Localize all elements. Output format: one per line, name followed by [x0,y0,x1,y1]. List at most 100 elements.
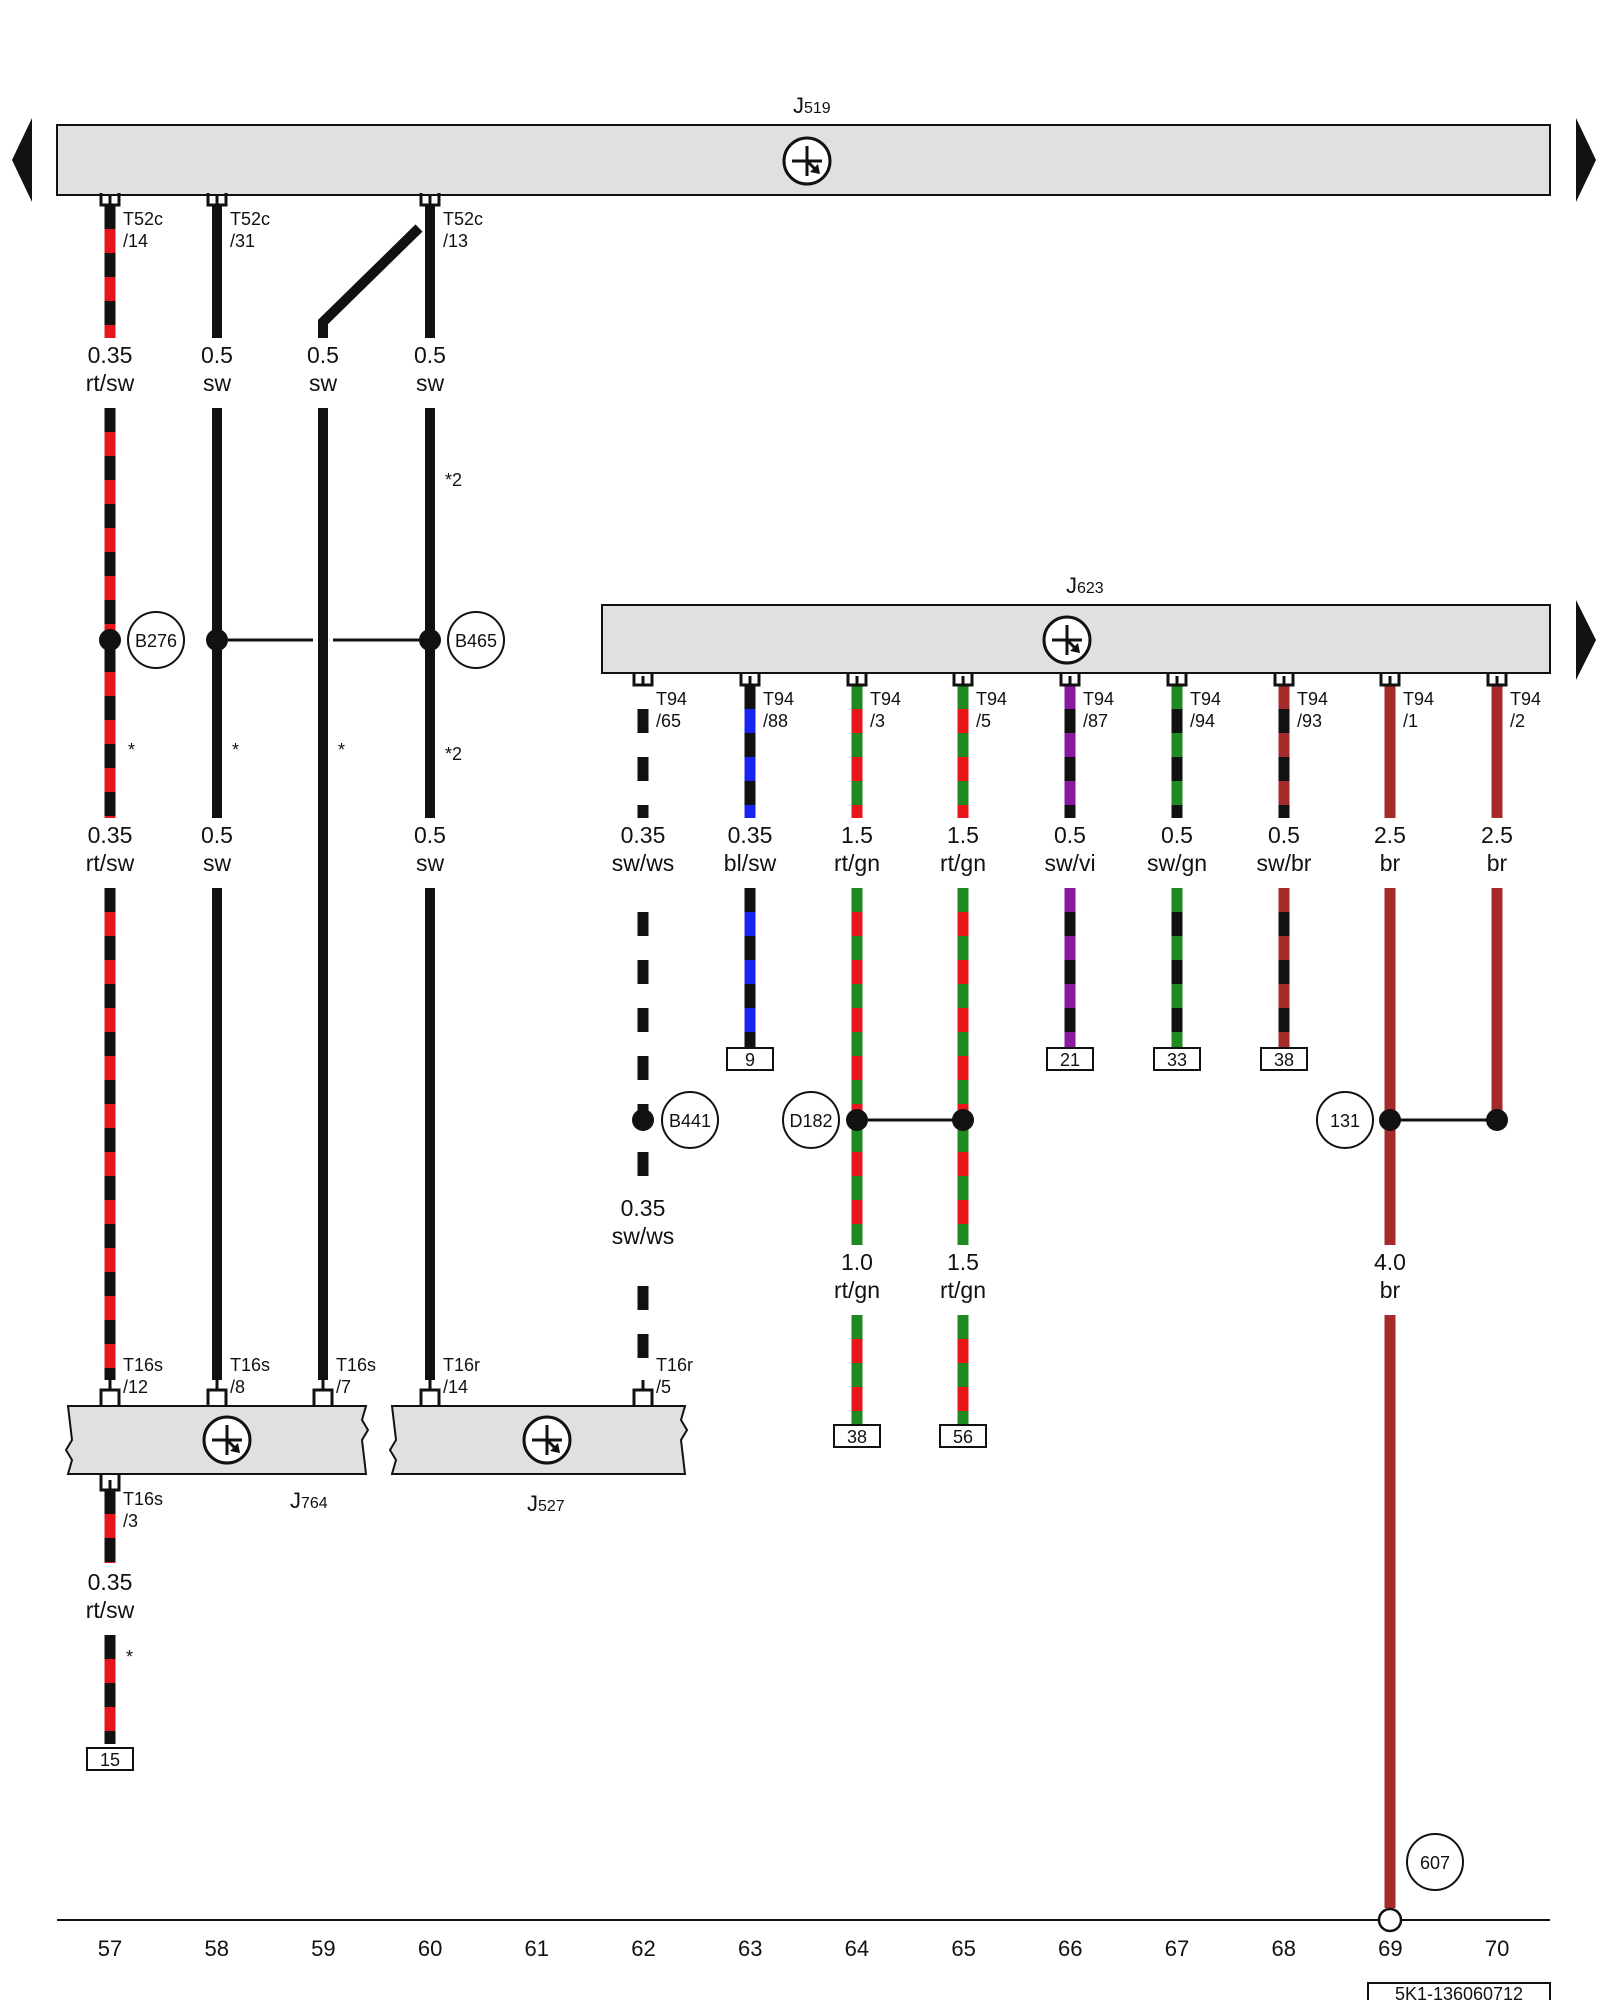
track-number: 57 [98,1936,122,1961]
track-number: 61 [525,1936,549,1961]
svg-text:D182: D182 [789,1111,832,1131]
ref-box-56: 56 [939,1424,987,1448]
svg-text:B465: B465 [455,631,497,651]
module-j519: J519 [12,93,1596,202]
svg-text:T16s/12: T16s/12 [123,1355,163,1397]
ground-point-607: 607 [1406,1833,1464,1891]
continues-right-arrow-icon [1576,600,1596,680]
footnote-star-15: * [126,1647,133,1667]
svg-text:9: 9 [745,1050,755,1070]
connector-pins: T52c/14 T52c/31 T52c/13 T94/65 T94/88 T9… [99,193,1541,1531]
track-number: 66 [1058,1936,1082,1961]
module-j527: J527 [388,1405,689,1516]
ref-box-15: 15 [86,1747,134,1771]
ref-box-38: 38 [1260,1047,1308,1071]
splice-dot [99,629,121,651]
pin-t16s-7: T16s/7 [312,1355,376,1406]
svg-text:15: 15 [100,1750,120,1770]
pin-t94-88: T94/88 [739,673,794,731]
svg-text:B276: B276 [135,631,177,651]
svg-text:131: 131 [1330,1111,1360,1131]
svg-text:T16s/3: T16s/3 [123,1489,163,1531]
footnote-star-57: * [128,740,135,760]
pin-t94-5: T94/5 [952,673,1007,731]
splice-dot [419,629,441,651]
splice-node-b465: B465 [447,611,505,669]
svg-text:T94/5: T94/5 [976,689,1007,731]
splice-dot [632,1109,654,1131]
track-number: 64 [845,1936,869,1961]
pin-t52c-31: T52c/31 [206,193,270,251]
control-unit-icon [782,136,832,186]
splice-node-131: 131 [1316,1091,1374,1149]
pin-t16r-14: T16r/14 [419,1355,480,1406]
svg-text:J764: J764 [290,1488,328,1513]
control-unit-icon [1042,615,1092,665]
footnote-star2-bottom: *2 [445,744,462,764]
track-number: 68 [1271,1936,1295,1961]
track-number: 69 [1378,1936,1402,1961]
svg-text:T16s/7: T16s/7 [336,1355,376,1397]
footnote-star2-top: *2 [445,470,462,490]
pin-t16r-5: T16r/5 [632,1355,693,1406]
track-number: 67 [1165,1936,1189,1961]
splice-dot [1379,1109,1401,1131]
splice-dot [1486,1109,1508,1131]
pin-t94-2: T94/2 [1486,673,1541,731]
svg-text:B441: B441 [669,1111,711,1131]
pin-t52c-13: T52c/13 [419,193,483,251]
svg-text:T52c/13: T52c/13 [443,209,483,251]
pin-t52c-14: T52c/14 [99,193,163,251]
track-number: 62 [631,1936,655,1961]
pin-t16s-8: T16s/8 [206,1355,270,1406]
svg-text:T94/3: T94/3 [870,689,901,731]
document-id: 5K1-136060712 [1367,1982,1551,2000]
svg-text:56: 56 [953,1427,973,1447]
reference-boxes: 9 21 33 38 38 56 15 [86,1047,1308,1771]
splice-node-b441: B441 [661,1091,719,1149]
wire-59-a [318,224,423,338]
pin-t94-65: T94/65 [632,673,687,731]
svg-text:T52c/31: T52c/31 [230,209,270,251]
svg-text:5K1-136060712: 5K1-136060712 [1395,1984,1523,2000]
pin-t94-3: T94/3 [846,673,901,731]
control-unit-icon [202,1415,252,1465]
svg-text:38: 38 [847,1427,867,1447]
ref-box-21: 21 [1046,1047,1094,1071]
svg-text:J623: J623 [1066,573,1104,598]
splice-dot [206,629,228,651]
wires [104,205,1503,1908]
svg-text:J527: J527 [527,1491,565,1516]
svg-text:T94/65: T94/65 [656,689,687,731]
svg-text:T94/2: T94/2 [1510,689,1541,731]
footnotes: *2 * * * *2 * [126,470,462,1667]
splice-node-d182: D182 [782,1091,840,1149]
track-number: 65 [951,1936,975,1961]
control-unit-icon [522,1415,572,1465]
svg-text:T52c/14: T52c/14 [123,209,163,251]
svg-text:T94/87: T94/87 [1083,689,1114,731]
svg-text:21: 21 [1060,1050,1080,1070]
splice-dot [846,1109,868,1131]
splice-dots [99,629,1508,1131]
pin-t94-1: T94/1 [1379,673,1434,731]
ground-connection-circle [1377,1907,1403,1933]
pin-t16s-12: T16s/12 [99,1355,163,1406]
